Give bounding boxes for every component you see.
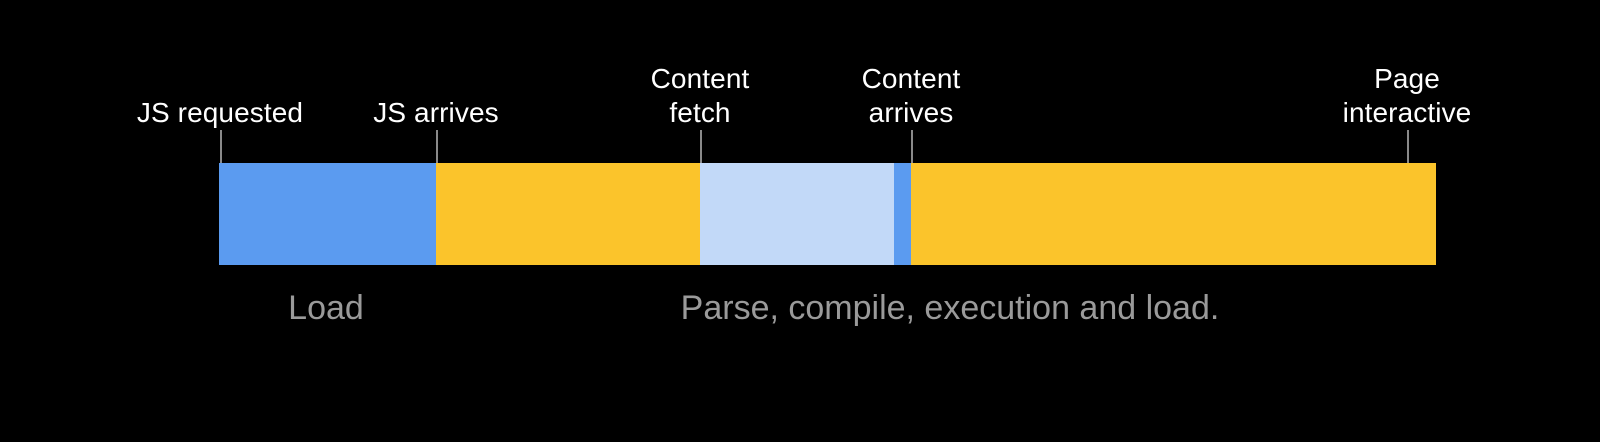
milestone-label: Content fetch bbox=[650, 63, 750, 128]
milestone-tick-icon bbox=[911, 130, 913, 163]
phase-segment-content-fetch-wait bbox=[700, 163, 894, 265]
milestone-label: JS arrives bbox=[373, 97, 499, 128]
milestone-tick-icon bbox=[436, 130, 438, 163]
milestone-label: Content arrives bbox=[861, 63, 961, 128]
milestone-tick-icon bbox=[1407, 130, 1409, 163]
phase-segment-content-receive bbox=[894, 163, 911, 265]
phase-segment-js-parse-execute bbox=[436, 163, 700, 265]
milestone-tick-icon bbox=[700, 130, 702, 163]
milestone-label: JS requested bbox=[136, 97, 304, 128]
phase-segment-js-download bbox=[219, 163, 436, 265]
phase-segment-post-content-load bbox=[911, 163, 1436, 265]
milestone-tick-icon bbox=[220, 130, 222, 163]
phase-bar bbox=[219, 163, 1436, 265]
milestone-label: Page interactive bbox=[1342, 63, 1472, 128]
phase-caption-parse-compile-execution: Parse, compile, execution and load. bbox=[680, 289, 1220, 327]
phase-caption-load: Load bbox=[288, 289, 364, 327]
